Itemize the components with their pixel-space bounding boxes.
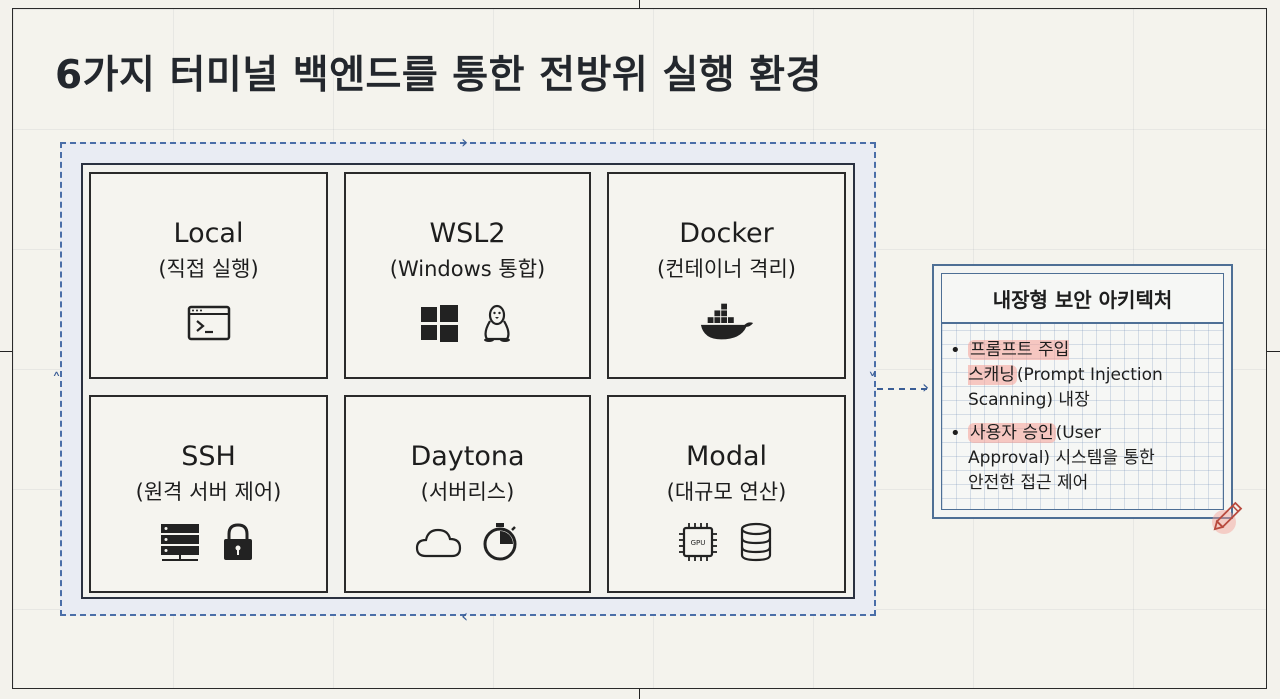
dashed-connector xyxy=(877,388,927,390)
backend-subtitle: (서버리스) xyxy=(420,480,515,504)
security-panel-title: 내장형 보안 아키텍처 xyxy=(942,274,1223,324)
gpu-chip-icon: GPU xyxy=(678,523,717,561)
security-item: 사용자 승인(User Approval) 시스템을 통한 안전한 접근 제어 xyxy=(950,421,1213,496)
crop-mark xyxy=(639,689,640,699)
crop-mark xyxy=(639,0,640,8)
backend-card-daytona: Daytona (서버리스) xyxy=(344,395,591,593)
arrow-right-icon: › xyxy=(461,132,469,153)
backend-name: Local xyxy=(173,218,244,249)
backend-subtitle: (직접 실행) xyxy=(158,257,259,281)
security-item: 프롬프트 주입 스캐닝(Prompt Injection Scanning) 내… xyxy=(950,338,1213,413)
arrow-up-icon: ˄ xyxy=(52,370,61,391)
backend-name: Modal xyxy=(686,441,767,472)
linux-penguin-icon xyxy=(483,304,510,342)
backend-card-ssh: SSH (원격 서버 제어) xyxy=(89,395,328,593)
backend-card-modal: Modal (대규모 연산) GPU xyxy=(607,395,846,593)
stopwatch-icon xyxy=(483,523,516,561)
security-panel: 내장형 보안 아키텍처 프롬프트 주입 스캐닝(Prompt Injection… xyxy=(932,264,1233,519)
windows-icon xyxy=(420,305,458,342)
pencil-icon xyxy=(1212,501,1243,534)
arrow-left-icon: ‹ xyxy=(461,606,469,627)
backend-card-local: Local (직접 실행) xyxy=(89,172,328,379)
crop-mark xyxy=(1267,351,1280,352)
terminal-icon xyxy=(187,305,230,341)
backend-name: WSL2 xyxy=(429,218,506,249)
docker-whale-icon xyxy=(700,303,753,340)
backend-card-docker: Docker (컨테이너 격리) xyxy=(607,172,846,379)
backend-subtitle: (대규모 연산) xyxy=(666,480,787,504)
backend-name: Daytona xyxy=(410,441,525,472)
lock-icon xyxy=(223,523,252,560)
item-text: (User Approval) 시스템을 통한 안전한 접근 제어 xyxy=(968,423,1155,493)
cloud-icon xyxy=(415,528,461,558)
highlighted-text: 사용자 승인 xyxy=(968,423,1056,443)
backend-subtitle: (원격 서버 제어) xyxy=(135,480,282,504)
arrow-down-icon: ˅ xyxy=(868,370,877,391)
item-text: (Prompt Injection Scanning) 내장 xyxy=(968,365,1163,410)
page-title: 6가지 터미널 백엔드를 통한 전방위 실행 환경 xyxy=(55,53,822,98)
crop-mark xyxy=(0,351,12,352)
server-rack-icon xyxy=(160,524,199,561)
arrow-right-icon: › xyxy=(922,377,930,398)
backend-name: Docker xyxy=(679,218,774,249)
database-icon xyxy=(740,522,771,562)
backend-subtitle: (Windows 통합) xyxy=(389,257,546,281)
gpu-label: GPU xyxy=(690,539,705,547)
backend-card-wsl2: WSL2 (Windows 통합) xyxy=(344,172,591,379)
backend-name: SSH xyxy=(181,441,236,472)
backend-subtitle: (컨테이너 격리) xyxy=(657,257,796,281)
